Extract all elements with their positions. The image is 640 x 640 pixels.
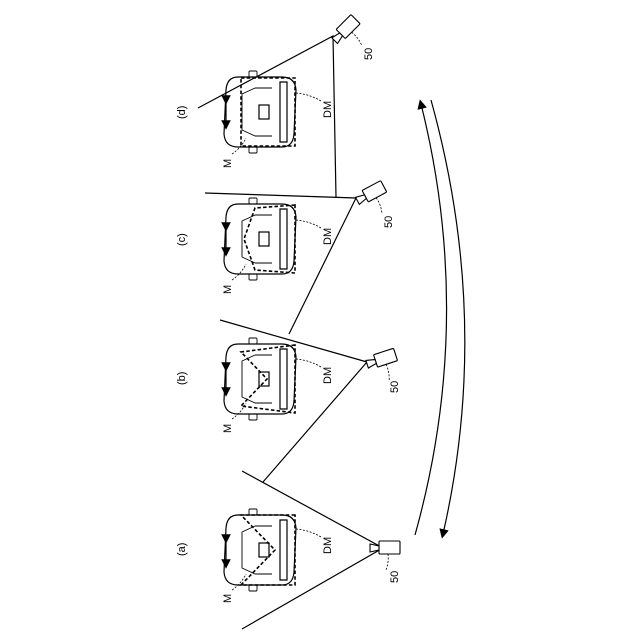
vehicle-model	[224, 71, 296, 153]
arc-arrow-up	[415, 104, 447, 535]
model-leader	[232, 574, 246, 590]
display-label: DM	[322, 367, 334, 384]
camera	[365, 348, 402, 385]
panel-c: (c) M DM 50	[176, 181, 395, 334]
view-line	[198, 36, 336, 197]
model-label: M	[222, 159, 234, 168]
panel-d: (d) M DM 50	[176, 15, 375, 197]
camera-label: 50	[389, 571, 401, 583]
model-leader	[232, 264, 246, 280]
panel-b: (b) M DM 50	[176, 320, 402, 482]
model-label: M	[222, 285, 234, 294]
panel-a: (a) M DM 50	[176, 471, 401, 629]
display-leader	[296, 220, 321, 228]
panel-label: (a)	[176, 543, 188, 556]
panel-label: (c)	[176, 233, 188, 246]
camera	[370, 541, 400, 570]
view-line	[242, 471, 383, 629]
model-leader	[232, 403, 246, 419]
camera-label: 50	[389, 381, 401, 393]
rotation-arrows	[415, 100, 465, 535]
display-leader	[296, 529, 321, 537]
display-leader	[296, 359, 321, 367]
display-leader	[296, 93, 321, 101]
vehicle-model	[224, 509, 296, 591]
camera-label: 50	[383, 216, 395, 228]
panel-label: (b)	[176, 372, 188, 385]
camera-label: 50	[363, 48, 375, 60]
model-label: M	[222, 424, 234, 433]
camera	[354, 181, 394, 221]
arc-arrow-down	[431, 100, 465, 534]
model-label: M	[222, 594, 234, 603]
vehicle-model	[224, 198, 296, 280]
display-label: DM	[322, 101, 334, 118]
panel-label: (d)	[176, 106, 188, 119]
display-label: DM	[322, 537, 334, 554]
display-label: DM	[322, 228, 334, 245]
